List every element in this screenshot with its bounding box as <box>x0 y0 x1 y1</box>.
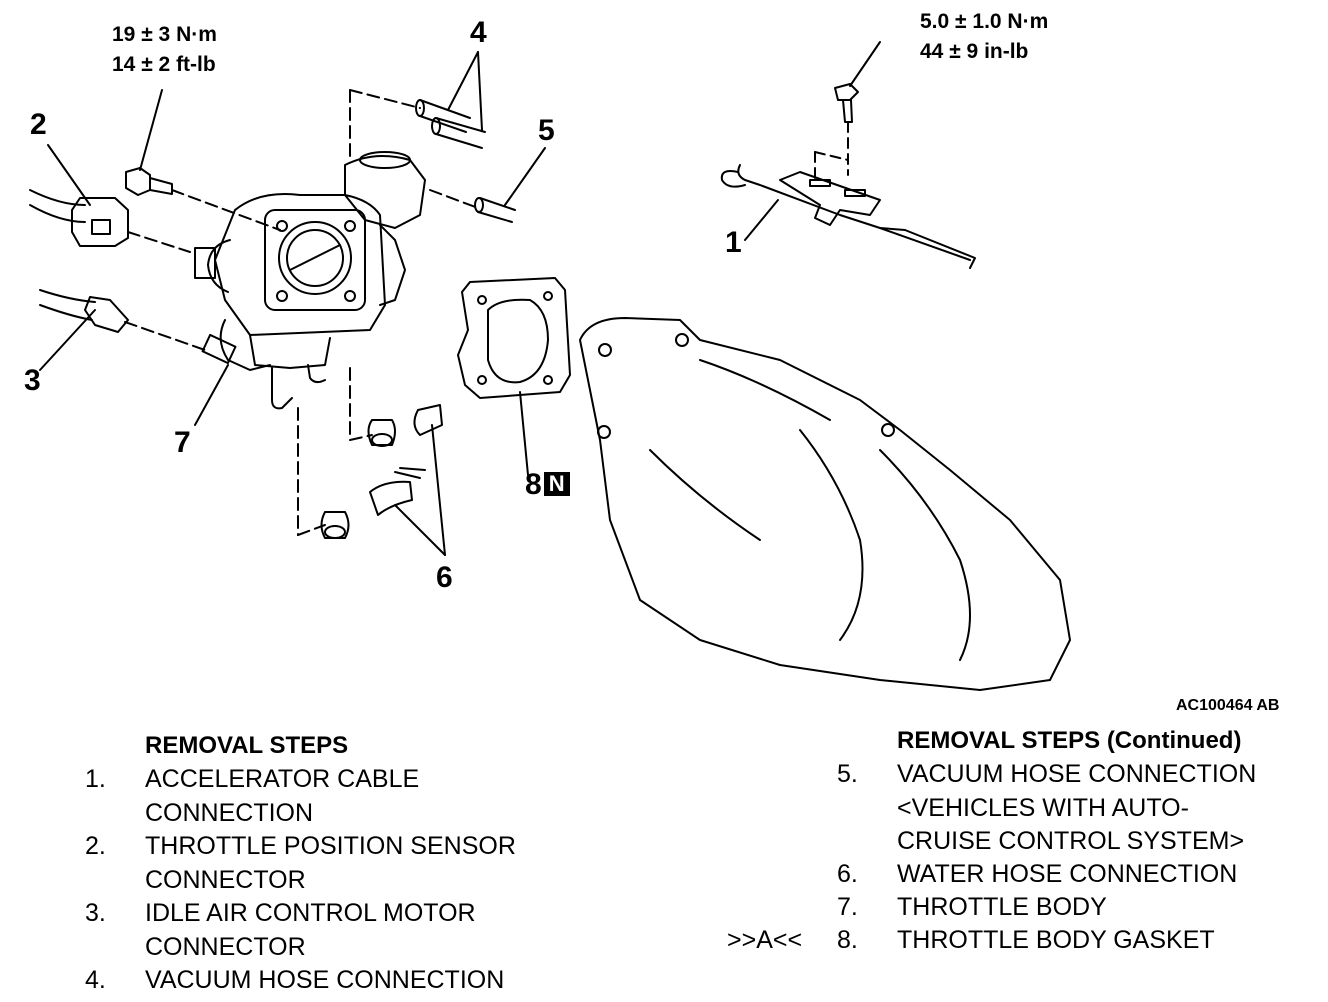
callout-2: 2 <box>30 108 47 141</box>
torque-inlb: 44 ± 9 in-lb <box>920 40 1029 63</box>
callout-8-number: 8 <box>525 468 542 501</box>
step-number: 5. <box>837 760 858 788</box>
bracket-guide-lines <box>814 121 849 181</box>
callout-4: 4 <box>470 16 487 49</box>
torque-ftlb: 14 ± 2 ft-lb <box>112 53 216 76</box>
removal-steps-continued-heading: REMOVAL STEPS (Continued) <box>897 727 1242 754</box>
step-number: 4. <box>85 966 106 994</box>
step-text: ACCELERATOR CABLE CONNECTION <box>145 765 420 827</box>
guide-lines <box>297 89 479 536</box>
tps-connector-drawing <box>29 189 191 253</box>
step-number: 7. <box>837 893 858 921</box>
torque-nm: 5.0 ± 1.0 N·m <box>920 10 1049 33</box>
throttle-body-gasket-drawing <box>457 277 571 399</box>
step-text: WATER HOSE CONNECTION <box>897 860 1238 888</box>
removal-steps-heading: REMOVAL STEPS <box>145 732 349 759</box>
callout-3: 3 <box>24 364 41 397</box>
step-number: 1. <box>85 765 106 793</box>
step-number: 3. <box>85 899 106 927</box>
callout-1: 1 <box>725 226 742 259</box>
torque-nm: 19 ± 3 N·m <box>112 23 217 46</box>
new-part-badge: N <box>543 472 570 496</box>
exploded-parts-diagram <box>29 41 1071 691</box>
step-text: THROTTLE POSITION SENSOR CONNECTOR <box>145 832 516 894</box>
iac-connector-drawing <box>39 289 206 351</box>
intake-manifold-drawing <box>579 317 1071 691</box>
step-text: VACUUM HOSE CONNECTION <VEHICLES WITH AU… <box>897 760 1257 855</box>
callout-7: 7 <box>174 426 191 459</box>
step-text: THROTTLE BODY <box>897 893 1107 921</box>
vacuum-hose-drawing <box>415 99 516 223</box>
accelerator-cable-drawing <box>720 83 976 269</box>
service-point-mark: >>A<< <box>727 926 803 954</box>
leader-lines <box>39 41 881 556</box>
step-number: 2. <box>85 832 106 860</box>
step-number: 6. <box>837 860 858 888</box>
throttle-body-drawing <box>194 151 426 410</box>
step-number: 8. <box>837 926 858 954</box>
step-text: IDLE AIR CONTROL MOTOR CONNECTOR <box>145 899 476 961</box>
bracket-bolt-torque: 5.0 ± 1.0 N·m 44 ± 9 in-lb <box>920 7 1048 67</box>
water-hose-drawing <box>320 404 443 539</box>
figure-id: AC100464 AB <box>1176 697 1280 714</box>
throttle-bolt-torque: 19 ± 3 N·m 14 ± 2 ft-lb <box>112 20 217 80</box>
callout-6: 6 <box>436 561 453 594</box>
step-text: THROTTLE BODY GASKET <box>897 926 1215 954</box>
step-text: VACUUM HOSE CONNECTION <box>145 966 505 994</box>
callout-5: 5 <box>538 114 555 147</box>
